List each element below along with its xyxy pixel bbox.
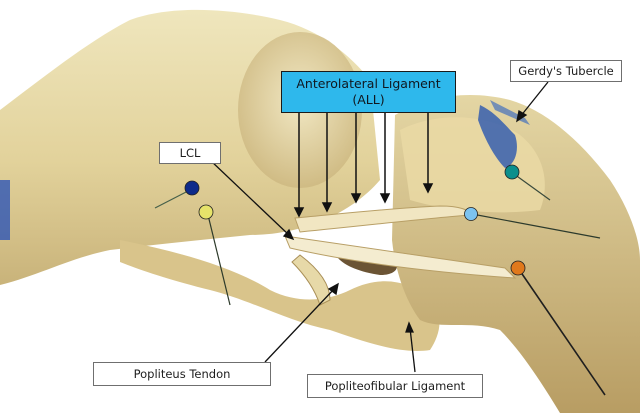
- dark-blue-pin-shaft: [154, 189, 191, 209]
- popliteus-tendon-band: [291, 254, 331, 306]
- teal-pin-head: [504, 164, 520, 180]
- gerdy-label-text: Gerdy's Tubercle: [518, 64, 614, 78]
- lcl-label-text: LCL: [179, 146, 201, 160]
- marker-ink: [478, 105, 517, 168]
- dark-blue-pin-head: [184, 180, 200, 196]
- yellow-pin-head: [198, 204, 214, 220]
- popliteofibular-label: Popliteofibular Ligament: [307, 374, 483, 398]
- popliteus-label: Popliteus Tendon: [93, 362, 271, 386]
- all-label-line2: (ALL): [352, 92, 385, 107]
- yellow-pin-shaft: [207, 214, 231, 306]
- all-label-line1: Anterolateral Ligament: [296, 76, 441, 91]
- light-blue-pin-head: [464, 207, 478, 221]
- gerdy-label: Gerdy's Tubercle: [510, 60, 622, 82]
- popliteus-label-text: Popliteus Tendon: [133, 367, 231, 381]
- lcl-label: LCL: [159, 142, 221, 164]
- leader-lines: [209, 81, 549, 373]
- capsule-region: [120, 240, 440, 351]
- teal-pin-shaft: [513, 173, 551, 201]
- light-blue-pin-shaft: [471, 213, 601, 239]
- all-arrows: [293, 113, 434, 218]
- lcl-band: [284, 235, 517, 279]
- orange-pin-head: [510, 260, 526, 276]
- orange-pin-shaft: [517, 267, 606, 396]
- all-label: Anterolateral Ligament (ALL): [281, 71, 456, 113]
- popliteofibular-label-text: Popliteofibular Ligament: [324, 379, 466, 393]
- femur-marker-line: [0, 180, 10, 240]
